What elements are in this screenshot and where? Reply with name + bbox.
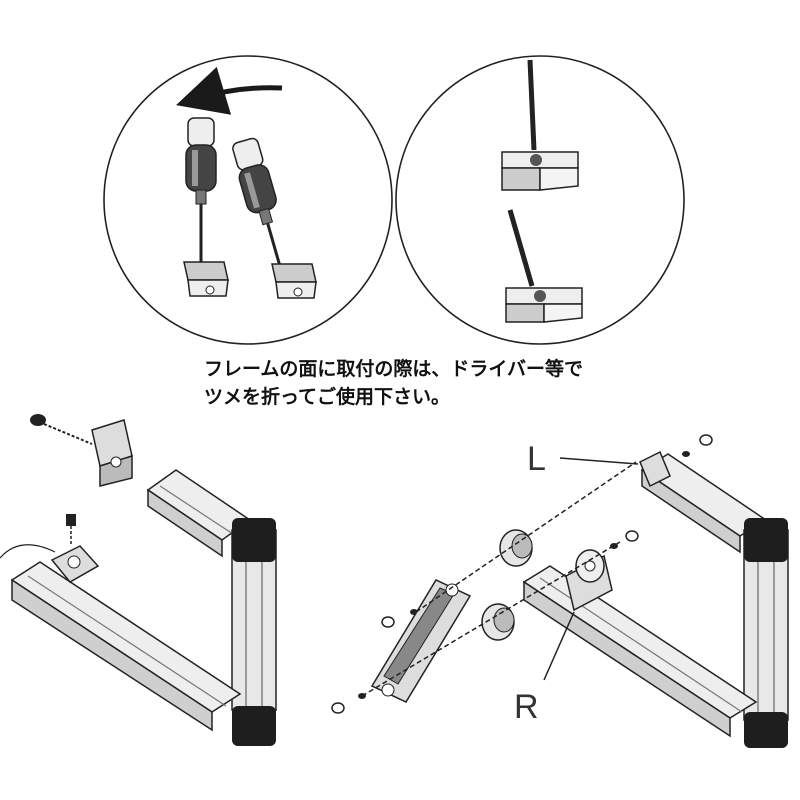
aluminum-frame-icon bbox=[743, 518, 789, 748]
bracket-icon bbox=[565, 549, 613, 612]
screwdriver-icon bbox=[232, 137, 286, 280]
instruction-line-1: フレームの面に取付の際は、ドライバー等で bbox=[204, 358, 584, 380]
detail-circle-screwdrivers bbox=[103, 55, 393, 345]
label-left: L bbox=[527, 440, 546, 478]
instruction-line-2: ツメを折ってご使用下さい。 bbox=[204, 386, 451, 408]
bracket-icon bbox=[183, 261, 229, 297]
right-frame-assembly bbox=[331, 434, 789, 748]
bracket-icon bbox=[501, 151, 579, 191]
aluminum-frame-icon bbox=[231, 518, 277, 746]
detail-circle-claw bbox=[395, 55, 685, 345]
left-frame-assembly bbox=[0, 414, 277, 746]
hex-bolt-icon bbox=[66, 514, 76, 546]
aluminum-frame-icon bbox=[10, 561, 242, 732]
bracket-icon bbox=[50, 545, 100, 583]
aluminum-frame-icon bbox=[522, 565, 758, 738]
rotation-arrow-icon bbox=[176, 66, 283, 115]
bracket-icon bbox=[271, 263, 317, 299]
bracket-icon bbox=[370, 579, 472, 703]
label-right: R bbox=[514, 688, 539, 726]
screwdriver-icon bbox=[185, 117, 217, 262]
bracket-icon bbox=[505, 287, 583, 323]
hex-bolt-icon bbox=[30, 414, 93, 445]
bracket-icon bbox=[91, 419, 133, 487]
